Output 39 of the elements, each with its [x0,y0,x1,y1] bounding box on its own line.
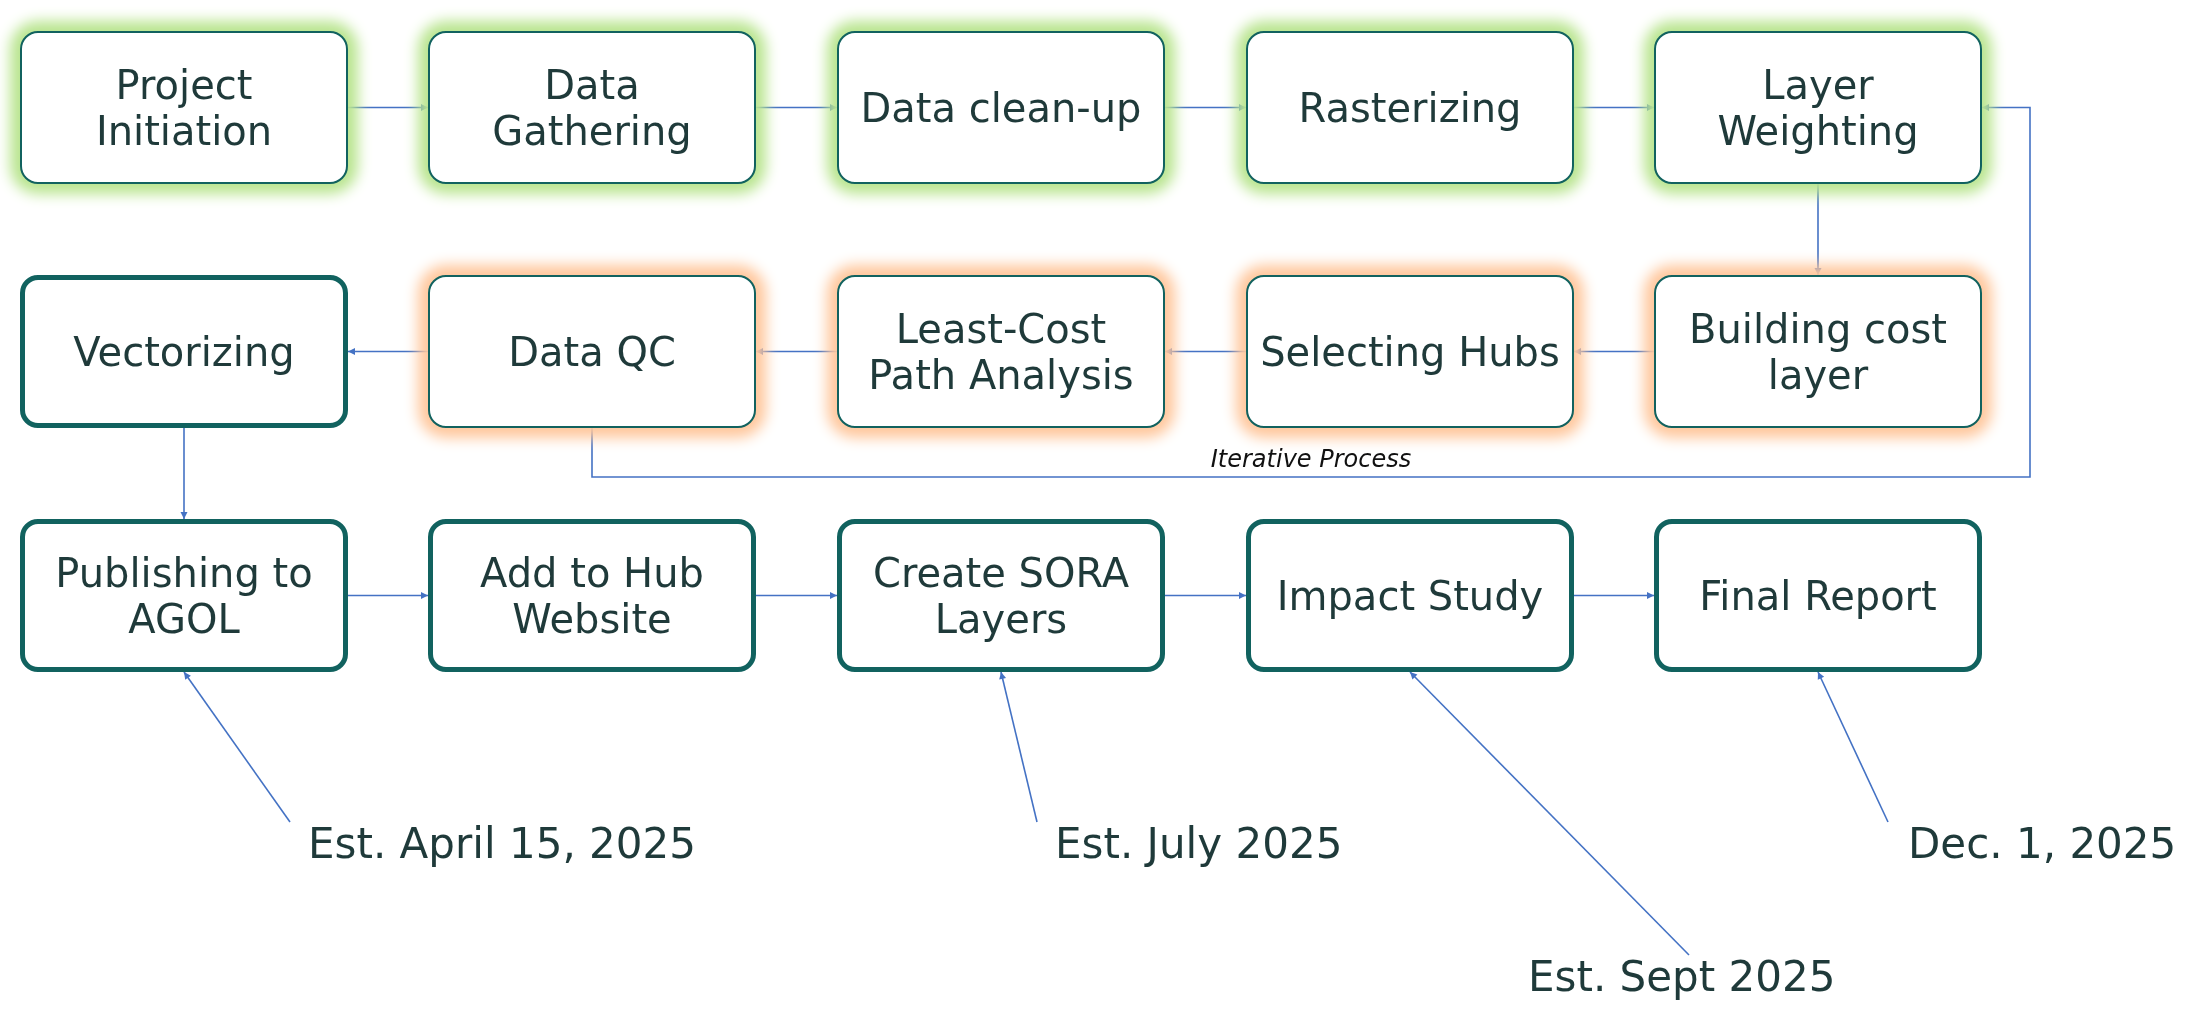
process-box: Data QC [428,275,756,428]
process-box: Publishing to AGOL [20,519,348,672]
process-box: Least-Cost Path Analysis [837,275,1165,428]
arrow [1573,104,1655,111]
arrow [1573,592,1655,599]
arrow [1814,183,1822,276]
process-box: Add to Hub Website [428,519,756,672]
edge-label: Iterative Process [1210,445,1412,473]
process-box: Layer Weighting [1654,31,1982,184]
leader-line [1409,671,1690,956]
arrow [347,348,429,355]
arrow [347,592,429,599]
date-text: Est. April 15, 2025 [308,820,696,869]
arrow [755,348,838,355]
process-box: Data clean-up [837,31,1165,184]
arrow [1164,104,1247,111]
process-box: Data Gathering [428,31,756,184]
process-box: Vectorizing [20,275,348,428]
process-box: Create SORA Layers [837,519,1165,672]
arrow [1573,348,1655,355]
arrow [347,104,429,111]
date-text: Est. Sept 2025 [1528,953,1836,1002]
leader-line [1817,671,1889,823]
arrow [1164,348,1247,355]
process-box: Selecting Hubs [1246,275,1574,428]
arrow [755,592,838,599]
date-text: Dec. 1, 2025 [1908,820,2177,869]
leader-line [999,671,1038,823]
arrow [1164,592,1247,599]
arrow [180,427,188,520]
leader-line [183,671,291,823]
process-box: Project Initiation [20,31,348,184]
arrow [591,104,2031,478]
process-box: Rasterizing [1246,31,1574,184]
process-box: Final Report [1654,519,1982,672]
process-box: Building cost layer [1654,275,1982,428]
arrow [755,104,838,111]
date-text: Est. July 2025 [1055,820,1343,869]
process-box: Impact Study [1246,519,1574,672]
